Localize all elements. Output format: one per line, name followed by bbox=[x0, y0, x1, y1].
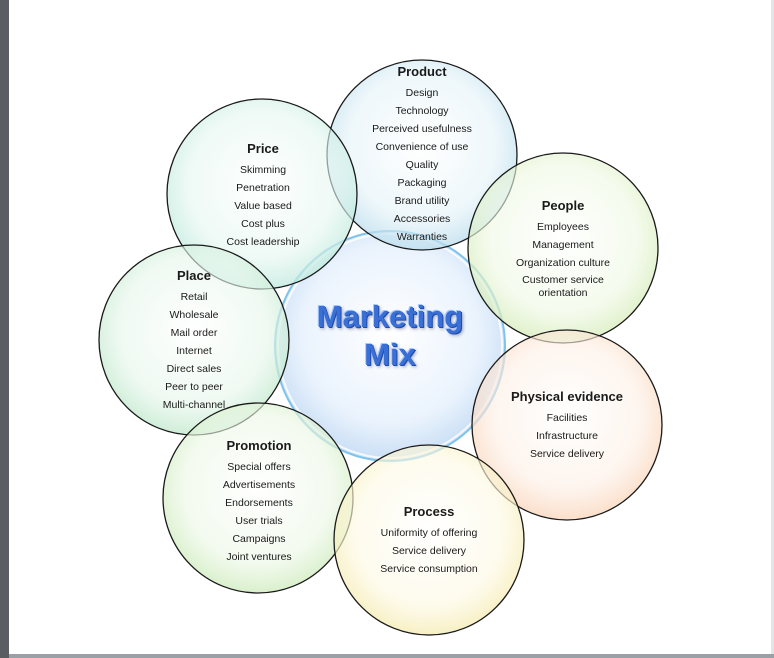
center-title: Marketing Mix bbox=[300, 298, 480, 374]
promotion-item: Advertisements bbox=[222, 479, 296, 491]
place-item: Mail order bbox=[170, 327, 218, 339]
people-title: People bbox=[541, 198, 585, 213]
promotion-label-group: Promotion Special offers Advertisements … bbox=[194, 437, 324, 566]
people-item: Employees bbox=[537, 221, 589, 233]
price-item: Value based bbox=[234, 200, 292, 212]
promotion-item: Endorsements bbox=[225, 497, 293, 509]
physical-evidence-item: Service delivery bbox=[529, 448, 605, 460]
people-label-group: People Employees Management Organization… bbox=[500, 197, 626, 300]
product-label-group: Product Design Technology Perceived usef… bbox=[347, 63, 497, 246]
physical-evidence-item: Infrastructure bbox=[536, 430, 598, 442]
people-item: Management bbox=[532, 239, 594, 251]
process-circle bbox=[333, 444, 525, 636]
physical-evidence-title: Physical evidence bbox=[510, 389, 623, 404]
process-item: Service delivery bbox=[391, 545, 467, 557]
promotion-item: Campaigns bbox=[232, 533, 286, 545]
physical-evidence-circle bbox=[471, 329, 663, 521]
physical-evidence-label-group: Physical evidence Facilities Infrastruct… bbox=[492, 388, 642, 463]
product-item: Convenience of use bbox=[375, 141, 469, 153]
place-title: Place bbox=[177, 268, 211, 283]
promotion-item: Special offers bbox=[227, 461, 291, 473]
place-item: Peer to peer bbox=[165, 381, 223, 393]
people-item: Organization culture bbox=[516, 257, 610, 269]
product-item: Brand utility bbox=[394, 195, 450, 207]
price-item: Cost plus bbox=[241, 218, 285, 230]
price-label-group: Price Skimming Penetration Value based C… bbox=[198, 140, 328, 251]
price-item: Penetration bbox=[236, 182, 290, 194]
center-title-line2: Mix bbox=[364, 337, 416, 372]
place-item: Wholesale bbox=[169, 309, 219, 321]
price-item: Skimming bbox=[239, 164, 287, 176]
center-title-line1: Marketing bbox=[316, 299, 464, 334]
place-item: Internet bbox=[176, 345, 212, 357]
price-item: Cost leadership bbox=[226, 236, 300, 248]
place-label-group: Place Retail Wholesale Mail order Intern… bbox=[134, 267, 254, 414]
window-left-border bbox=[0, 0, 9, 658]
promotion-item: User trials bbox=[235, 515, 283, 527]
process-item: Uniformity of offering bbox=[380, 527, 478, 539]
process-title: Process bbox=[403, 504, 455, 519]
window-bottom-border bbox=[9, 654, 774, 658]
process-item: Service consumption bbox=[380, 563, 478, 575]
physical-evidence-item: Facilities bbox=[546, 412, 588, 424]
window-right-border bbox=[771, 0, 774, 658]
place-item: Multi-channel bbox=[162, 399, 226, 411]
product-item: Design bbox=[405, 87, 439, 99]
product-item: Warranties bbox=[396, 231, 448, 243]
process-label-group: Process Uniformity of offering Service d… bbox=[359, 503, 499, 578]
price-title: Price bbox=[247, 141, 279, 156]
product-item: Quality bbox=[405, 159, 439, 171]
place-item: Retail bbox=[180, 291, 208, 303]
product-title: Product bbox=[397, 64, 447, 79]
product-item: Packaging bbox=[397, 177, 447, 189]
product-item: Technology bbox=[395, 105, 449, 117]
product-item: Accessories bbox=[393, 213, 451, 225]
product-item: Perceived usefulness bbox=[372, 123, 472, 135]
place-item: Direct sales bbox=[166, 363, 222, 375]
promotion-title: Promotion bbox=[226, 438, 292, 453]
promotion-item: Joint ventures bbox=[226, 551, 292, 563]
people-item: Customer service orientation bbox=[522, 274, 604, 299]
